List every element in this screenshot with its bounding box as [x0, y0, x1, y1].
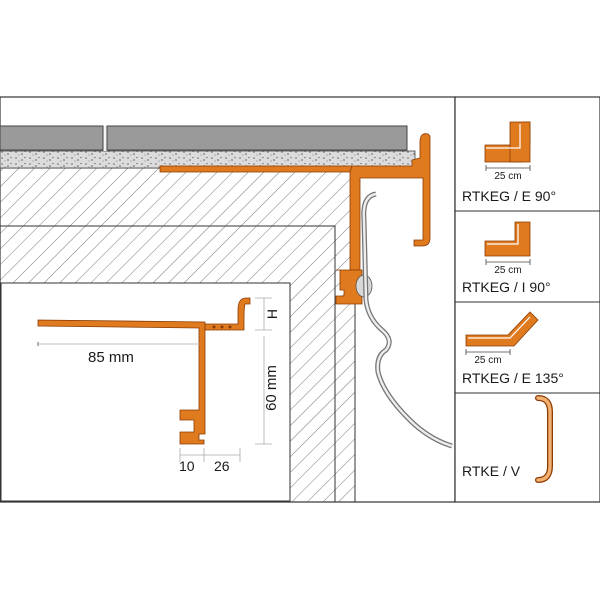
width-dimension-label: 85 mm: [88, 349, 134, 366]
inside-corner-90-icon: [484, 221, 531, 265]
base-dim-26-label: 26: [214, 458, 230, 474]
profile-flange: [159, 165, 353, 173]
variant-length-label: 25 cm: [494, 171, 521, 182]
tile: [0, 125, 104, 151]
outside-corner-90-icon: [484, 121, 531, 171]
variant-panel: [454, 96, 600, 503]
variant-name-label: RTKEG / E 90°: [462, 188, 556, 204]
profile-detail-tip: [204, 297, 251, 331]
connector-bracket-icon: [535, 395, 553, 483]
outside-corner-135-icon: [465, 311, 539, 355]
height-dimension-label: 60 mm: [263, 365, 280, 411]
profile-detail: [37, 319, 206, 445]
variant-name-label: RTKEG / E 135°: [462, 370, 564, 386]
profile-drip-edge: [349, 133, 431, 271]
variant-length-label: 25 cm: [474, 355, 501, 366]
wall-section: [0, 225, 336, 503]
variant-name-label: RTKEG / I 90°: [462, 279, 551, 295]
gutter-bracket-inner: [362, 192, 453, 448]
detail-inset: [0, 282, 291, 502]
base-dim-10-label: 10: [179, 458, 195, 474]
h-dimension-label: H: [264, 309, 280, 319]
variant-length-label: 25 cm: [494, 265, 521, 276]
mortar-bed: [0, 150, 416, 169]
tile: [106, 125, 408, 151]
variant-name-label: RTKE / V: [462, 463, 521, 479]
